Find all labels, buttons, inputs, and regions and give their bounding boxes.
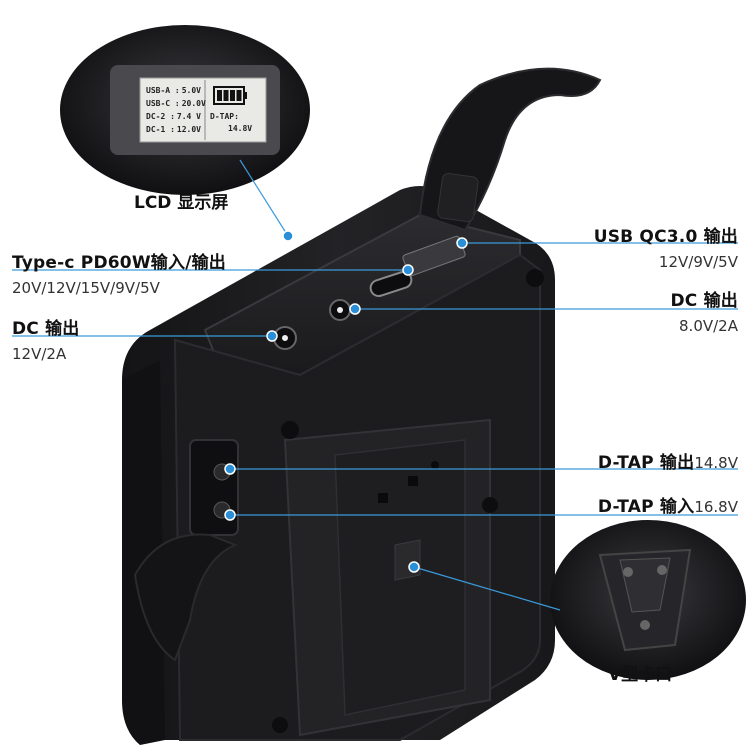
- lcd-dtap-value: 14.8V: [228, 124, 252, 133]
- strap-buckle: [437, 172, 479, 223]
- callout-dc-left: DC 输出 12V/2A: [12, 314, 80, 363]
- dot-dc-left: [266, 330, 278, 342]
- v-mount-screw-3: [640, 620, 650, 630]
- lower-strap: [133, 533, 238, 662]
- dot-type-c: [402, 264, 414, 276]
- dtap-housing: [189, 439, 239, 536]
- callout-type-c: Type-c PD60W输入/输出 20V/12V/15V/9V/5V: [12, 248, 226, 297]
- callout-dtap-in: D-TAP 输入16.8V: [598, 492, 738, 517]
- leader-v-mount: [413, 566, 561, 611]
- leader-lines: [12, 159, 738, 611]
- mount-slot-1: [378, 493, 388, 503]
- dot-dtap-in: [224, 509, 236, 521]
- dc-pin-left: [282, 335, 288, 341]
- callout-dtap-out-spec: 14.8V: [694, 454, 738, 472]
- callout-dc-right: DC 输出 8.0V/2A: [670, 286, 738, 335]
- lcd-dtap-label: D-TAP:: [210, 112, 239, 121]
- lcd-readouts: USB-A :5.0V USB-C :20.0V DC-2 :7.4 V DC-…: [146, 86, 252, 134]
- dot-lcd: [282, 230, 294, 242]
- v-mount-caption: V型卡口: [608, 665, 673, 685]
- usb-c-port: [369, 270, 413, 298]
- callout-usb-qc-spec: 12V/9V/5V: [658, 253, 738, 271]
- lcd-row-dc-1: DC-1 :12.0V: [146, 125, 201, 134]
- dot-dc-right: [349, 303, 361, 315]
- screw-hole-2: [526, 269, 544, 287]
- v-mount-screw-1: [623, 567, 633, 577]
- callout-dtap-in-title: D-TAP 输入: [597, 497, 695, 517]
- dc-pin-right: [337, 307, 343, 313]
- callout-dc-left-title: DC 输出: [12, 319, 80, 339]
- callout-usb-qc-title: USB QC3.0 输出: [593, 227, 738, 247]
- leader-dots: [224, 230, 468, 573]
- screw-hole-4: [272, 717, 288, 733]
- callout-dtap-out: D-TAP 输出14.8V: [598, 448, 738, 473]
- lcd-row-dc-2: DC-2 :7.4 V: [146, 112, 201, 121]
- screw-hole-1: [281, 421, 299, 439]
- mount-slot-2: [408, 476, 418, 486]
- screw-hole-3: [482, 497, 498, 513]
- dot-usb-qc: [456, 237, 468, 249]
- lcd-caption: LCD 显示屏: [134, 193, 229, 213]
- device-side: [122, 360, 165, 745]
- leader-lcd: [239, 159, 289, 237]
- callout-dtap-in-spec: 16.8V: [694, 498, 738, 516]
- lcd-row-usb-a: USB-A :5.0V: [146, 86, 201, 95]
- callout-dc-right-spec: 8.0V/2A: [679, 317, 738, 335]
- callout-type-c-spec: 20V/12V/15V/9V/5V: [12, 279, 160, 297]
- dot-dtap-out: [224, 463, 236, 475]
- mount-hole: [431, 461, 439, 469]
- v-mount-latch: [394, 539, 421, 581]
- callout-type-c-title: Type-c PD60W输入/输出: [12, 253, 226, 273]
- v-mount-screw-2: [657, 565, 667, 575]
- battery-icon: [213, 86, 247, 105]
- callout-dtap-out-title: D-TAP 输出: [597, 453, 695, 473]
- callout-usb-qc: USB QC3.0 输出 12V/9V/5V: [594, 222, 738, 271]
- callout-dc-left-spec: 12V/2A: [12, 345, 67, 363]
- dot-v-mount: [408, 561, 420, 573]
- callout-dc-right-title: DC 输出: [670, 291, 738, 311]
- lcd-row-usb-c: USB-C :20.0V: [146, 99, 206, 108]
